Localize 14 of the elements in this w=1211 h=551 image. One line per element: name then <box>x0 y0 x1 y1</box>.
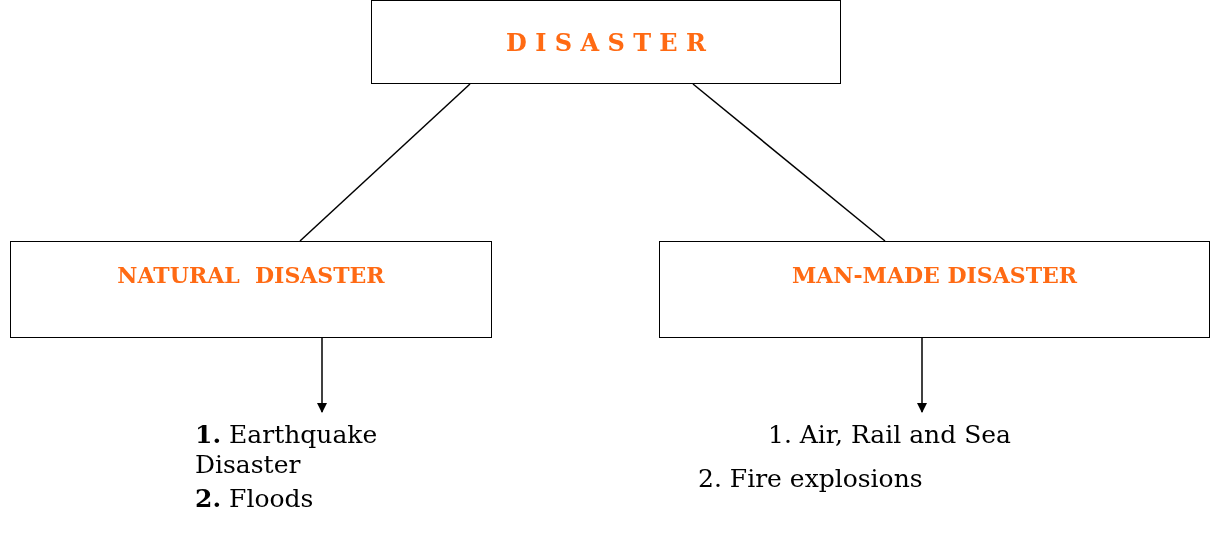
heading-text: D I S A S T E R <box>506 27 706 57</box>
list-item: 1. Air, Rail and Sea <box>767 420 1012 450</box>
category-box <box>10 241 492 338</box>
title-box <box>371 0 841 84</box>
list-item: 2. Fire explosions <box>698 464 924 494</box>
list-item: 2. Floods <box>195 484 315 514</box>
arrow <box>917 337 927 413</box>
arrow <box>317 337 327 413</box>
heading-text: MAN-MADE DISASTER <box>791 262 1078 288</box>
connector-line <box>692 83 886 242</box>
list-item: 1. Earthquake Disaster <box>195 420 379 480</box>
heading-text: NATURAL DISASTER <box>117 262 385 288</box>
category-box <box>659 241 1210 338</box>
connector-line <box>299 83 471 242</box>
